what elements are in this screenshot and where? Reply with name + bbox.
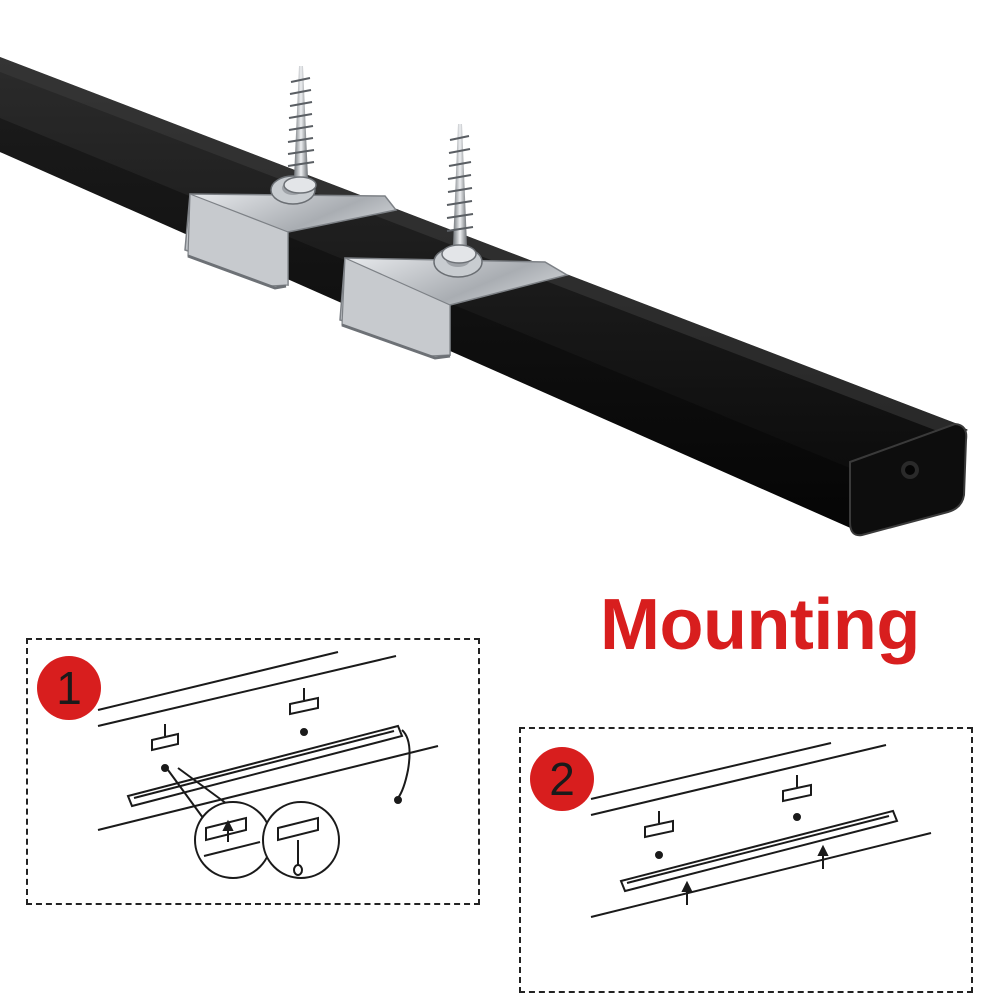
profile-photo	[0, 57, 968, 537]
step-1-number: 1	[56, 662, 82, 714]
arrow-up-icon	[817, 844, 829, 869]
mounting-clip-left	[184, 175, 398, 290]
step-1-panel: 1	[26, 638, 480, 905]
step-1-badge: 1	[37, 656, 101, 720]
end-cap	[849, 422, 968, 537]
step-2-panel: 2	[519, 727, 973, 993]
mounting-clip-icon	[782, 775, 812, 821]
mounting-clip-icon	[289, 688, 319, 736]
mounting-title: Mounting	[600, 585, 920, 665]
step-2-badge: 2	[530, 747, 594, 811]
step-1-diagram	[97, 651, 439, 879]
step-2-diagram	[590, 742, 932, 918]
mounting-clip-icon	[151, 724, 179, 772]
screw-icon	[283, 66, 317, 194]
screw-icon	[441, 124, 477, 264]
mounting-clip-icon	[644, 811, 674, 859]
step-2-number: 2	[549, 753, 575, 805]
arrow-up-icon	[681, 880, 693, 905]
